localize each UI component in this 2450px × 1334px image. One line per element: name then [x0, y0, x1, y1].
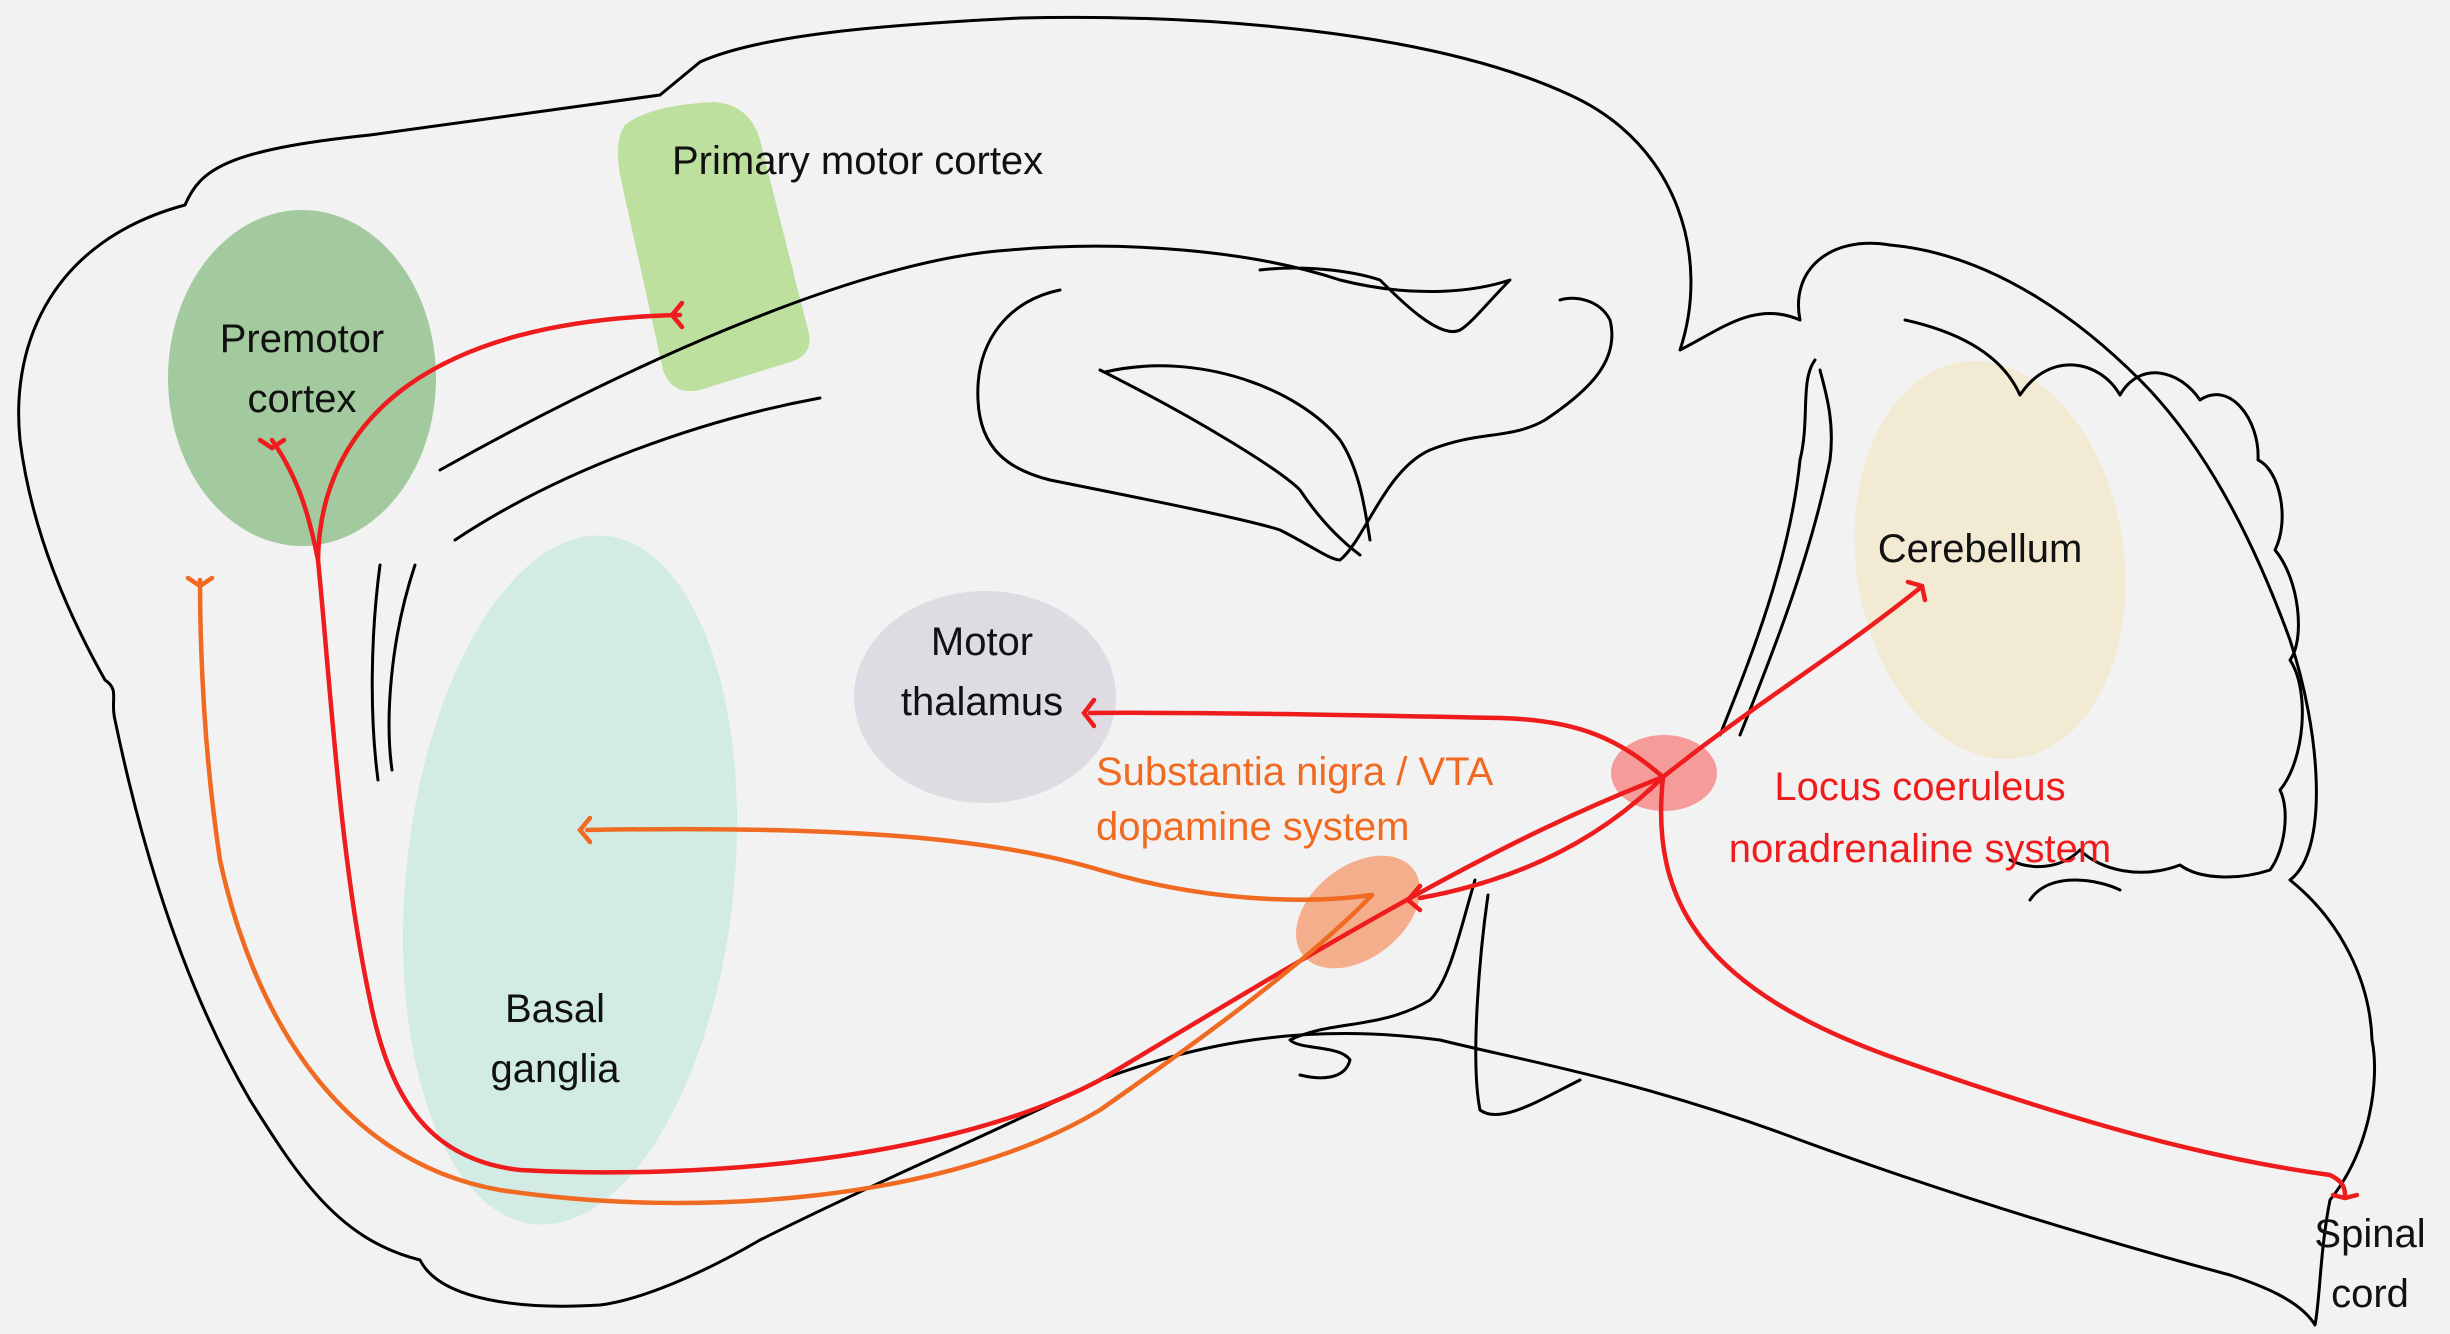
pathway-lc-to-primary-motor: [315, 312, 1666, 1175]
premotor-cortex-region: [168, 210, 436, 546]
label-substantia-nigra-line1: Substantia nigra / VTA: [1096, 750, 1494, 794]
cerebellum-lower: [2028, 878, 2122, 902]
pathway-branch-to-premotor: [269, 437, 321, 563]
label-premotor-cortex-line1: Premotor: [220, 317, 385, 361]
pathway-lc-to-thalamus: [1087, 710, 1666, 780]
corpus-callosum-inner: [453, 368, 1362, 557]
label-motor-thalamus-line1: Motor: [931, 620, 1033, 664]
pathway-sn-to-frontal: [197, 577, 1375, 1206]
terminal-frontal: [185, 575, 215, 589]
septal-line-1: [370, 563, 382, 782]
brain-regions: [168, 102, 2126, 1225]
cerebellum-region: [1854, 361, 2126, 759]
cerebellum-folds: [1718, 318, 2304, 879]
label-cerebellum: Cerebellum: [1878, 527, 2083, 571]
fornix-curve: [1103, 364, 1372, 542]
septal-line-2: [387, 563, 417, 772]
pathway-lc-to-spinal-cord: [1658, 774, 2348, 1198]
pathway-sn-to-basal-ganglia: [584, 826, 1375, 902]
primary-motor-cortex-region: [617, 102, 810, 392]
diagram-labels: Primary motor cortex Premotor cortex Mot…: [220, 139, 2426, 1316]
pathway-lc-to-substantia-nigra: [1417, 774, 1666, 901]
pathway-lc-to-cerebellum: [1660, 585, 1923, 780]
brain-outline: [17, 15, 2377, 1327]
label-primary-motor-cortex: Primary motor cortex: [672, 139, 1043, 183]
brain-outer-contour: [17, 15, 2377, 1327]
label-substantia-nigra-line2: dopamine system: [1096, 805, 1409, 849]
label-locus-coeruleus-line1: Locus coeruleus: [1774, 765, 2065, 809]
terminal-thalamus: [1081, 697, 1097, 729]
brainstem-contour: [1288, 878, 1582, 1116]
terminal-markers: [185, 300, 2360, 1201]
label-locus-coeruleus-line2: noradrenaline system: [1729, 827, 2111, 871]
label-premotor-cortex-line2: cortex: [248, 377, 357, 421]
terminal-cerebellum: [1905, 579, 1928, 603]
label-basal-ganglia-line1: Basal: [505, 987, 605, 1031]
label-spinal-cord-line1: Spinal: [2314, 1212, 2425, 1256]
basal-ganglia-region: [402, 535, 738, 1225]
label-motor-thalamus-line2: thalamus: [901, 680, 1063, 724]
terminal-spinal-cord: [2330, 1192, 2360, 1201]
label-spinal-cord-line2: cord: [2331, 1272, 2409, 1316]
terminal-basal-ganglia: [577, 815, 593, 845]
motor-thalamus-region: [854, 591, 1116, 803]
terminal-primary-motor: [669, 300, 685, 330]
lateral-ventricle: [976, 288, 1614, 562]
corpus-callosum-outer: [438, 244, 1512, 472]
terminal-premotor: [257, 437, 287, 451]
label-basal-ganglia-line2: ganglia: [490, 1047, 620, 1091]
projection-pathways: [197, 312, 2348, 1206]
terminal-substantia-nigra: [1404, 883, 1423, 913]
